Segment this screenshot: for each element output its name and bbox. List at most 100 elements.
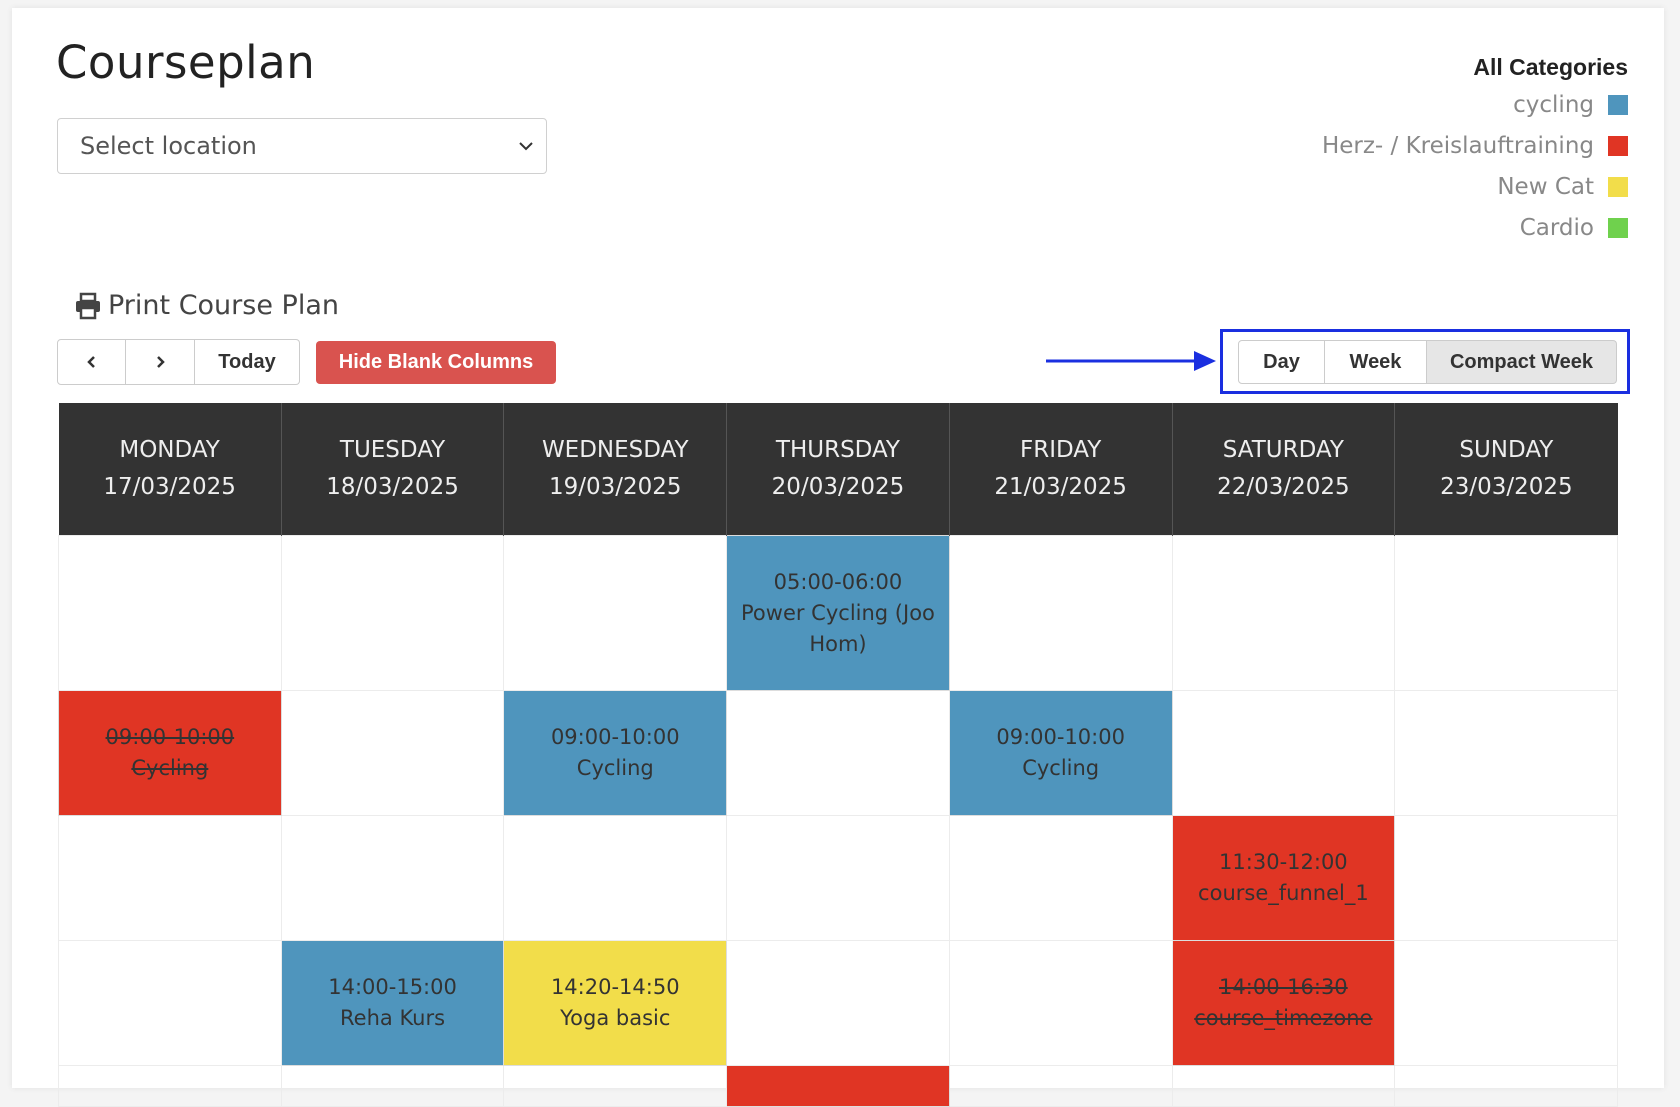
event-time: 09:00-10:00 [550, 725, 680, 749]
course-event[interactable]: 14:00-16:30 course_timezone [1172, 941, 1395, 1065]
empty-cell [58, 940, 282, 1066]
empty-cell [280, 535, 505, 691]
legend-item-cycling[interactable]: cycling [1322, 84, 1628, 125]
week-view-button[interactable]: Week [1325, 340, 1427, 384]
empty-cell [58, 815, 282, 941]
day-name: SATURDAY [1222, 437, 1344, 463]
legend-swatch [1608, 217, 1628, 238]
empty-cell [503, 815, 728, 941]
empty-cell [503, 1065, 728, 1107]
day-header-wednesday: WEDNESDAY 19/03/2025 [503, 403, 727, 536]
empty-cell [1394, 815, 1618, 941]
chevron-down-icon [519, 142, 533, 151]
previous-week-button[interactable] [57, 339, 126, 385]
legend-item-cardio[interactable]: Cardio [1322, 207, 1628, 248]
day-name: WEDNESDAY [541, 437, 689, 463]
day-header-friday: FRIDAY 21/03/2025 [948, 403, 1173, 536]
empty-cell [1171, 690, 1396, 816]
empty-cell [948, 535, 1173, 691]
event-name: Cycling [1022, 756, 1100, 780]
navigation-button-group: Today [57, 339, 300, 385]
legend-label: Herz- / Kreislauftraining [1321, 132, 1594, 159]
event-name: Cycling [131, 756, 209, 780]
event-time: 09:00-10:00 [105, 725, 235, 749]
day-name: THURSDAY [775, 437, 900, 463]
day-header-thursday: THURSDAY 20/03/2025 [726, 403, 950, 536]
empty-cell [280, 815, 505, 941]
legend-label: Cardio [1519, 214, 1594, 241]
event-name: course_timezone [1194, 1006, 1373, 1030]
day-date: 18/03/2025 [326, 474, 459, 500]
event-time: 11:30-12:00 [1219, 850, 1348, 874]
empty-cell [280, 1065, 505, 1107]
legend-title[interactable]: All Categories [1473, 54, 1628, 80]
empty-cell [1171, 535, 1396, 691]
event-name: Yoga basic [560, 1006, 671, 1030]
day-view-button[interactable]: Day [1238, 340, 1325, 384]
day-name: FRIDAY [1020, 437, 1102, 463]
course-event-cell[interactable] [726, 1065, 950, 1107]
legend-swatch [1608, 176, 1628, 197]
legend-swatch [1608, 94, 1628, 115]
empty-cell [1394, 940, 1618, 1066]
event-name: Power Cycling (Joo Hom) [741, 600, 935, 656]
event-time: 14:00-16:30 [1219, 975, 1348, 999]
day-header-saturday: SATURDAY 22/03/2025 [1171, 403, 1395, 536]
day-header-tuesday: TUESDAY 18/03/2025 [280, 403, 504, 536]
location-select[interactable]: Select location [57, 118, 547, 174]
day-date: 21/03/2025 [994, 474, 1127, 500]
chevron-right-icon [157, 356, 165, 368]
day-name: SUNDAY [1459, 437, 1554, 463]
view-mode-button-group: Day Week Compact Week [1238, 340, 1617, 384]
print-label: Print Course Plan [108, 290, 339, 321]
day-date: 23/03/2025 [1440, 474, 1573, 500]
event-name: Reha Kurs [340, 1006, 446, 1030]
hide-blank-columns-button[interactable]: Hide Blank Columns [316, 341, 556, 384]
print-course-plan-link[interactable]: Print Course Plan [74, 290, 339, 321]
event-time: 09:00-10:00 [996, 725, 1125, 749]
event-name: course_funnel_1 [1198, 881, 1369, 905]
course-event[interactable]: 11:30-12:00 course_funnel_1 [1172, 816, 1395, 940]
course-event-cell[interactable]: 11:30-12:00 course_funnel_1 [1171, 815, 1396, 941]
day-date: 20/03/2025 [771, 474, 905, 500]
empty-cell [948, 1065, 1173, 1107]
location-select-value: Select location [80, 132, 257, 160]
legend-item-herz-kreislauftraining[interactable]: Herz- / Kreislauftraining [1322, 125, 1628, 166]
category-legend: All Categories cycling Herz- / Kreislauf… [1322, 54, 1628, 248]
empty-cell [1394, 535, 1618, 691]
course-event-cell[interactable]: 14:00-16:30 course_timezone [1171, 940, 1396, 1066]
empty-cell [726, 815, 950, 941]
printer-icon [76, 292, 100, 319]
compact-week-view-button[interactable]: Compact Week [1427, 340, 1617, 384]
day-name: TUESDAY [339, 437, 446, 463]
course-event[interactable] [727, 1066, 949, 1106]
day-date: 19/03/2025 [548, 474, 682, 500]
annotation-arrow [1046, 351, 1216, 371]
event-time: 14:00-15:00 [328, 975, 457, 999]
day-name: MONDAY [119, 437, 220, 463]
empty-cell [948, 940, 1173, 1066]
next-week-button[interactable] [126, 339, 195, 385]
empty-cell [948, 815, 1173, 941]
today-button[interactable]: Today [195, 339, 300, 385]
day-date: 22/03/2025 [1217, 474, 1350, 500]
page-title: Courseplan [56, 36, 316, 89]
empty-cell [280, 690, 505, 816]
day-header-sunday: SUNDAY 23/03/2025 [1394, 403, 1618, 536]
empty-cell [726, 940, 950, 1066]
empty-cell [58, 1065, 282, 1107]
legend-item-new-cat[interactable]: New Cat [1322, 166, 1628, 207]
